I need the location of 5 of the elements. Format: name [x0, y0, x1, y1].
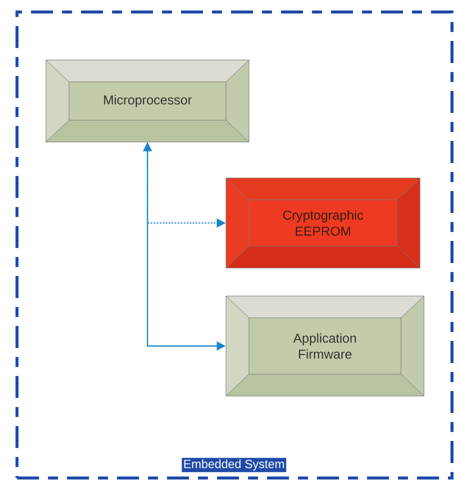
system-boundary — [16, 10, 454, 480]
bevel-box: Cryptographic EEPROM — [226, 178, 420, 268]
system-label: Embedded System — [182, 458, 286, 472]
bevel-box: Microprocessor — [46, 60, 250, 142]
bevel-box: Application Firmware — [226, 296, 424, 396]
